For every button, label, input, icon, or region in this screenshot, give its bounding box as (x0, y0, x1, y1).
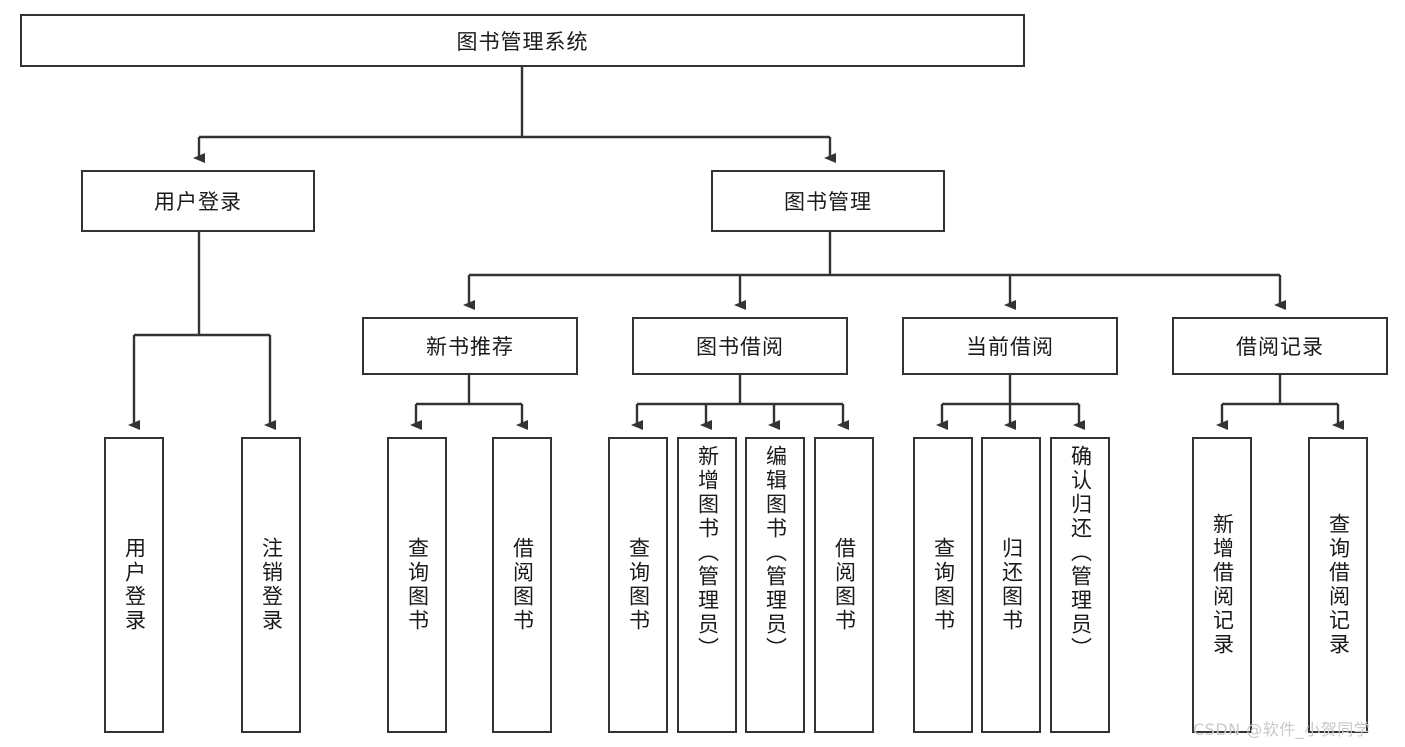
node-leaf-return-book-label: 归还图书 (999, 537, 1024, 633)
node-leaf-user-login-label: 用户登录 (122, 537, 147, 633)
node-book-manage[interactable]: 图书管理 (711, 170, 945, 232)
node-leaf-query-book-2[interactable]: 查询图书 (608, 437, 668, 733)
node-leaf-borrow-book-2-label: 借阅图书 (832, 537, 857, 633)
node-leaf-query-book-2-label: 查询图书 (626, 537, 651, 633)
node-leaf-logout[interactable]: 注销登录 (241, 437, 301, 733)
csdn-watermark: CSDN @软件_小贺同学 (1193, 720, 1371, 739)
node-book-borrow[interactable]: 图书借阅 (632, 317, 848, 375)
node-leaf-query-record-label: 查询借阅记录 (1326, 513, 1351, 657)
node-leaf-query-book-1[interactable]: 查询图书 (387, 437, 447, 733)
node-leaf-logout-label: 注销登录 (259, 537, 284, 633)
node-leaf-borrow-book-1[interactable]: 借阅图书 (492, 437, 552, 733)
node-leaf-query-book-1-label: 查询图书 (405, 537, 430, 633)
node-leaf-borrow-book-2[interactable]: 借阅图书 (814, 437, 874, 733)
node-leaf-confirm-return[interactable]: 确认归还（管理员） (1050, 437, 1110, 733)
node-root[interactable]: 图书管理系统 (20, 14, 1025, 67)
node-leaf-edit-book-label: 编辑图书（管理员） (763, 445, 788, 661)
node-leaf-add-record[interactable]: 新增借阅记录 (1192, 437, 1252, 733)
node-leaf-add-book-label: 新增图书（管理员） (695, 445, 720, 661)
node-new-book-rec[interactable]: 新书推荐 (362, 317, 578, 375)
node-leaf-add-book[interactable]: 新增图书（管理员） (677, 437, 737, 733)
node-current-borrow[interactable]: 当前借阅 (902, 317, 1118, 375)
node-user-login[interactable]: 用户登录 (81, 170, 315, 232)
node-leaf-user-login[interactable]: 用户登录 (104, 437, 164, 733)
node-leaf-confirm-return-label: 确认归还（管理员） (1068, 445, 1093, 661)
node-leaf-edit-book[interactable]: 编辑图书（管理员） (745, 437, 805, 733)
node-leaf-query-book-3-label: 查询图书 (931, 537, 956, 633)
node-leaf-borrow-book-1-label: 借阅图书 (510, 537, 535, 633)
node-leaf-query-book-3[interactable]: 查询图书 (913, 437, 973, 733)
node-borrow-record[interactable]: 借阅记录 (1172, 317, 1388, 375)
node-leaf-add-record-label: 新增借阅记录 (1210, 513, 1235, 657)
node-leaf-return-book[interactable]: 归还图书 (981, 437, 1041, 733)
node-leaf-query-record[interactable]: 查询借阅记录 (1308, 437, 1368, 733)
